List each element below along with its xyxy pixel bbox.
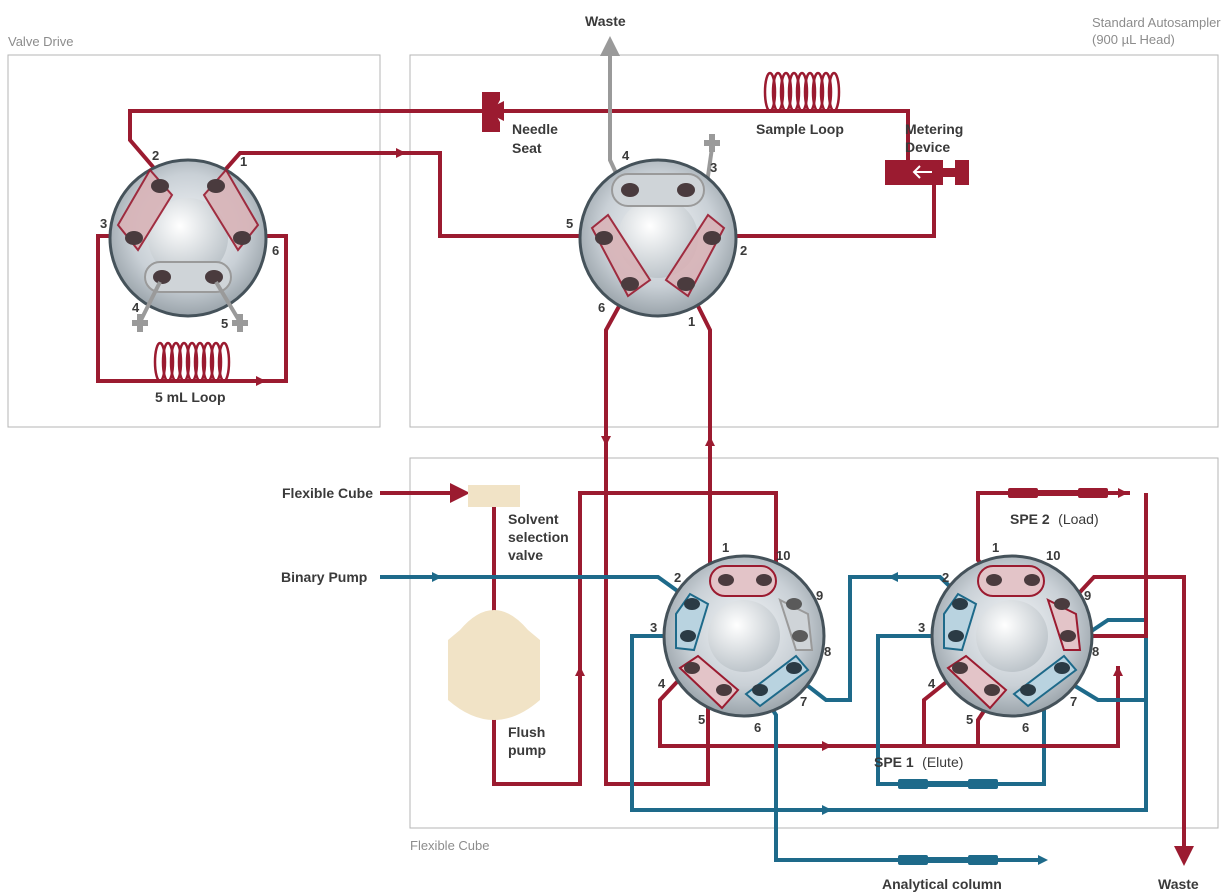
flush-label-1: Flush xyxy=(508,724,545,740)
vd-port-3: 3 xyxy=(100,216,107,231)
arrow-mid-up xyxy=(705,436,715,446)
lv-port-4: 4 xyxy=(658,676,666,691)
as-port-6: 6 xyxy=(598,300,605,315)
needle-seat-label-1: Needle xyxy=(512,121,558,137)
lv-port-7: 7 xyxy=(800,694,807,709)
lv-port-9: 9 xyxy=(816,588,823,603)
spe1-label: SPE 1 (Elute) xyxy=(874,754,963,771)
arrow-bottom-blue xyxy=(822,805,832,815)
as-port-4: 4 xyxy=(622,148,630,163)
lv-port-5: 5 xyxy=(698,712,705,727)
lv-port-6: 6 xyxy=(754,720,761,735)
arrow-rv2-left xyxy=(888,572,898,582)
flexible-cube-input-label: Flexible Cube xyxy=(282,485,373,501)
left-10port-valve[interactable] xyxy=(662,554,826,718)
tube-metering-to-loop xyxy=(500,109,910,160)
autosampler-box xyxy=(409,54,1219,428)
autosampler-label-line2: (900 µL Head) xyxy=(1092,32,1175,47)
rv-port-1: 1 xyxy=(992,540,999,555)
lv-port-10: 10 xyxy=(776,548,790,563)
lv-port-1: 1 xyxy=(722,540,729,555)
lv-port-8: 8 xyxy=(824,644,831,659)
right-10port-valve[interactable] xyxy=(930,554,1094,718)
spe1-cartridge xyxy=(898,779,998,789)
rv-port-6: 6 xyxy=(1022,720,1029,735)
tube-as1-to-lv1 xyxy=(688,289,724,582)
tube-as6-down xyxy=(604,289,710,786)
vd-port-1: 1 xyxy=(240,154,247,169)
flush-label-2: pump xyxy=(508,742,546,758)
vd-port-6: 6 xyxy=(272,243,279,258)
arrow-flush-up xyxy=(575,666,585,676)
autosampler-label-line1: Standard Autosampler xyxy=(1092,15,1221,30)
metering-label-1: Metering xyxy=(905,121,963,137)
rv-port-8: 8 xyxy=(1092,644,1099,659)
five-ml-loop-coil xyxy=(153,341,231,383)
valve-drive-label: Valve Drive xyxy=(8,34,74,49)
tube-needle-seat-to-vd2 xyxy=(128,101,504,177)
valve-drive-6port[interactable] xyxy=(108,158,268,318)
as-port-2: 2 xyxy=(740,243,747,258)
five-ml-loop-label: 5 mL Loop xyxy=(155,389,226,405)
flush-pump[interactable] xyxy=(448,610,540,720)
tube-lv8-to-rv2 xyxy=(788,575,966,702)
analytical-column-icon xyxy=(898,855,998,865)
tube-lv4-to-rv4 xyxy=(658,666,828,748)
as-port-3: 3 xyxy=(710,160,717,175)
rv-port-5: 5 xyxy=(966,712,973,727)
needle-seat-label-2: Seat xyxy=(512,140,542,156)
arrow-binary xyxy=(432,572,442,582)
vd-port-2: 2 xyxy=(152,148,159,163)
analytical-column-label: Analytical column xyxy=(882,876,1002,892)
as-port-1: 1 xyxy=(688,314,695,329)
arrow-column xyxy=(1038,855,1048,865)
vd-port-4: 4 xyxy=(132,300,140,315)
flexible-cube-region-label: Flexible Cube xyxy=(410,838,490,853)
tube-spe2-to-rv8 xyxy=(1074,493,1148,638)
flexible-cube-box xyxy=(409,457,1219,829)
tube-rv9-to-waste xyxy=(1066,575,1194,866)
metering-label-2: Device xyxy=(905,139,950,155)
spe2-cartridge xyxy=(1008,488,1108,498)
tube-vd1-to-as5 xyxy=(216,151,602,238)
vd-port-5: 5 xyxy=(221,316,228,331)
autosampler-6port[interactable] xyxy=(578,158,738,318)
tube-as2-to-metering xyxy=(718,185,936,238)
spe2-label: SPE 2 (Load) xyxy=(1010,511,1099,528)
rv-port-7: 7 xyxy=(1070,694,1077,709)
sample-loop-coil xyxy=(763,71,841,113)
tube-lv3-to-bottom xyxy=(630,618,1148,812)
rv-port-2: 2 xyxy=(942,570,949,585)
arrow-spe2 xyxy=(1118,488,1128,498)
sample-loop-label: Sample Loop xyxy=(756,121,844,137)
tube-binary-pump-to-lv2 xyxy=(380,575,692,602)
waste-bottom-label: Waste xyxy=(1158,876,1199,892)
rv-port-9: 9 xyxy=(1084,588,1091,603)
solvent-label-1: Solvent xyxy=(508,511,559,527)
arrow-rv-up xyxy=(1113,666,1123,676)
solvent-label-3: valve xyxy=(508,547,543,563)
solvent-selection-valve[interactable] xyxy=(468,485,520,507)
arrow-top-right xyxy=(396,148,406,158)
rv-port-4: 4 xyxy=(928,676,936,691)
metering-device-icon xyxy=(885,160,969,185)
rv-port-10: 10 xyxy=(1046,548,1060,563)
rv-port-3: 3 xyxy=(918,620,925,635)
binary-pump-label: Binary Pump xyxy=(281,569,367,585)
arrow-left-loop xyxy=(256,376,266,386)
arrow-bottom-red xyxy=(822,741,832,751)
lv-port-3: 3 xyxy=(650,620,657,635)
arrow-mid-down xyxy=(601,436,611,446)
valve-drive-box xyxy=(7,54,381,428)
needle-seat-icon xyxy=(482,92,500,132)
lv-port-2: 2 xyxy=(674,570,681,585)
solvent-label-2: selection xyxy=(508,529,569,545)
waste-top-label: Waste xyxy=(585,13,626,29)
as-port-5: 5 xyxy=(566,216,573,231)
